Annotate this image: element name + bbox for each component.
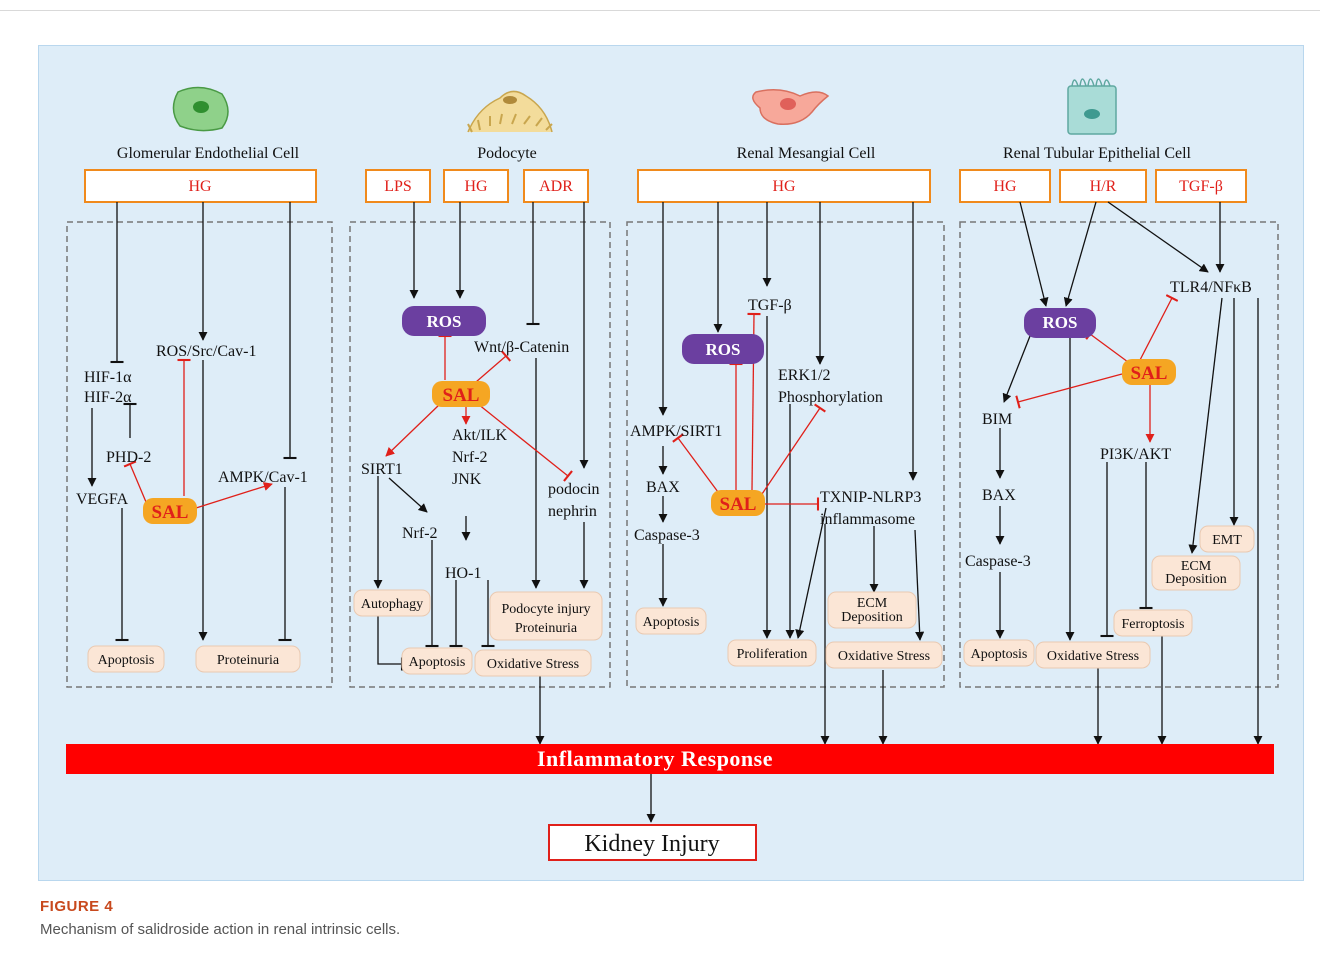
node-bim: BIM	[982, 411, 1012, 428]
pill-apoptosis-podocyte: Apoptosis	[409, 655, 466, 670]
top-rule	[0, 10, 1320, 11]
input-lps: LPS	[384, 178, 412, 195]
sal-label: SAL	[1131, 363, 1168, 384]
tubular-cell-icon	[1067, 78, 1117, 135]
cell-region-boxes	[66, 221, 1279, 688]
input-hg-tubular: HG	[993, 178, 1017, 195]
node-pi3k: PI3K/AKT	[1100, 446, 1171, 463]
pill-podocyte-injury: Podocyte injury	[501, 602, 590, 617]
node-casp3-mesangial: Caspase-3	[634, 527, 700, 544]
node-vegfa: VEGFA	[76, 491, 129, 508]
pill-ferroptosis: Ferroptosis	[1122, 617, 1185, 632]
node-erk: ERK1/2	[778, 367, 830, 384]
node-bax-mesangial: BAX	[646, 479, 680, 496]
node-akt-ilk: Akt/ILK	[452, 427, 508, 444]
pill-apoptosis-tubular: Apoptosis	[971, 647, 1028, 662]
node-wnt: Wnt/β-Catenin	[474, 339, 569, 356]
ros-label: ROS	[706, 340, 741, 359]
endothelial-cell-icon	[172, 86, 229, 132]
node-bax-tubular: BAX	[982, 487, 1016, 504]
pill-ecm-tubular: ECM	[1181, 559, 1212, 574]
pill-deposition-mesangial: Deposition	[841, 610, 902, 625]
sal-label: SAL	[152, 502, 189, 523]
ros-label: ROS	[1043, 313, 1078, 332]
input-hg-podocyte: HG	[464, 178, 488, 195]
node-ampk-sirt1: AMPK/SIRT1	[630, 423, 722, 440]
node-nrf2-akt: Nrf-2	[452, 449, 488, 466]
ros-node-podocyte: ROS	[402, 306, 486, 336]
figure-number: FIGURE 4	[40, 898, 114, 915]
node-ros-src-cav: ROS/Src/Cav-1	[156, 343, 256, 360]
input-hg-mesangial: HG	[772, 178, 796, 195]
input-hg-endothelial: HG	[188, 178, 212, 195]
node-nephrin: nephrin	[548, 503, 597, 520]
sal-label: SAL	[720, 494, 757, 515]
pill-proteinuria-endothelial: Proteinuria	[217, 653, 280, 668]
inflammatory-response-bar	[66, 744, 1274, 774]
pill-autophagy: Autophagy	[361, 597, 423, 612]
outcome-pills	[87, 525, 1255, 677]
title-mesangial: Renal Mesangial Cell	[737, 145, 876, 162]
pill-oxidative-mesangial: Oxidative Stress	[838, 649, 930, 664]
kidney-injury-label: Kidney Injury	[584, 831, 719, 857]
pill-proteinuria-podocyte: Proteinuria	[515, 621, 578, 636]
mesangial-cell-icon	[752, 89, 830, 125]
black-connectors	[87, 201, 1263, 823]
input-adr: ADR	[539, 178, 573, 195]
pill-oxidative-podocyte: Oxidative Stress	[487, 657, 579, 672]
pill-proliferation: Proliferation	[737, 647, 808, 662]
node-txnip: TXNIP-NLRP3	[820, 489, 921, 506]
node-phd2: PHD-2	[106, 449, 151, 466]
node-nrf2-podocyte: Nrf-2	[402, 525, 438, 542]
input-boxes	[84, 169, 1247, 203]
node-tgfb-mesangial: TGF-β	[748, 297, 792, 314]
node-podocin: podocin	[548, 481, 600, 498]
title-endothelial: Glomerular Endothelial Cell	[117, 145, 300, 162]
pill-emt: EMT	[1212, 533, 1242, 548]
node-ampk-cav: AMPK/Cav-1	[218, 469, 308, 486]
ros-label: ROS	[427, 312, 462, 331]
node-ho1: HO-1	[445, 565, 481, 582]
node-phosph: Phosphorylation	[778, 389, 883, 406]
node-jnk: JNK	[452, 471, 482, 488]
pill-deposition-tubular: Deposition	[1165, 572, 1226, 587]
input-hr: H/R	[1090, 178, 1117, 195]
podocyte-cell-icon	[467, 90, 553, 133]
pill-ecm-mesangial: ECM	[857, 596, 888, 611]
sal-node-podocyte: SAL	[432, 381, 490, 407]
sal-node-endothelial: SAL	[143, 498, 197, 524]
red-connectors	[123, 294, 1179, 511]
pill-apoptosis-endothelial: Apoptosis	[98, 653, 155, 668]
sal-node-mesangial: SAL	[711, 490, 765, 516]
node-inflammasome: inflammasome	[820, 511, 915, 528]
node-hif2: HIF-2α	[84, 389, 132, 406]
ros-node-tubular: ROS	[1024, 308, 1096, 338]
sal-label: SAL	[443, 385, 480, 406]
node-casp3-tubular: Caspase-3	[965, 553, 1031, 570]
inflammatory-response-label: Inflammatory Response	[537, 746, 773, 771]
title-podocyte: Podocyte	[477, 145, 537, 162]
node-hif1: HIF-1α	[84, 369, 132, 386]
ros-node-mesangial: ROS	[682, 334, 764, 364]
kidney-injury-box	[548, 824, 757, 861]
node-tlr4: TLR4/NFκB	[1170, 279, 1252, 296]
title-tubular: Renal Tubular Epithelial Cell	[1003, 145, 1192, 162]
sal-node-tubular: SAL	[1122, 359, 1176, 385]
figure-caption: Mechanism of salidroside action in renal…	[40, 921, 401, 938]
input-tgfb: TGF-β	[1179, 178, 1223, 195]
pill-apoptosis-mesangial: Apoptosis	[643, 615, 700, 630]
node-sirt1-podocyte: SIRT1	[361, 461, 403, 478]
pill-oxidative-tubular: Oxidative Stress	[1047, 649, 1139, 664]
